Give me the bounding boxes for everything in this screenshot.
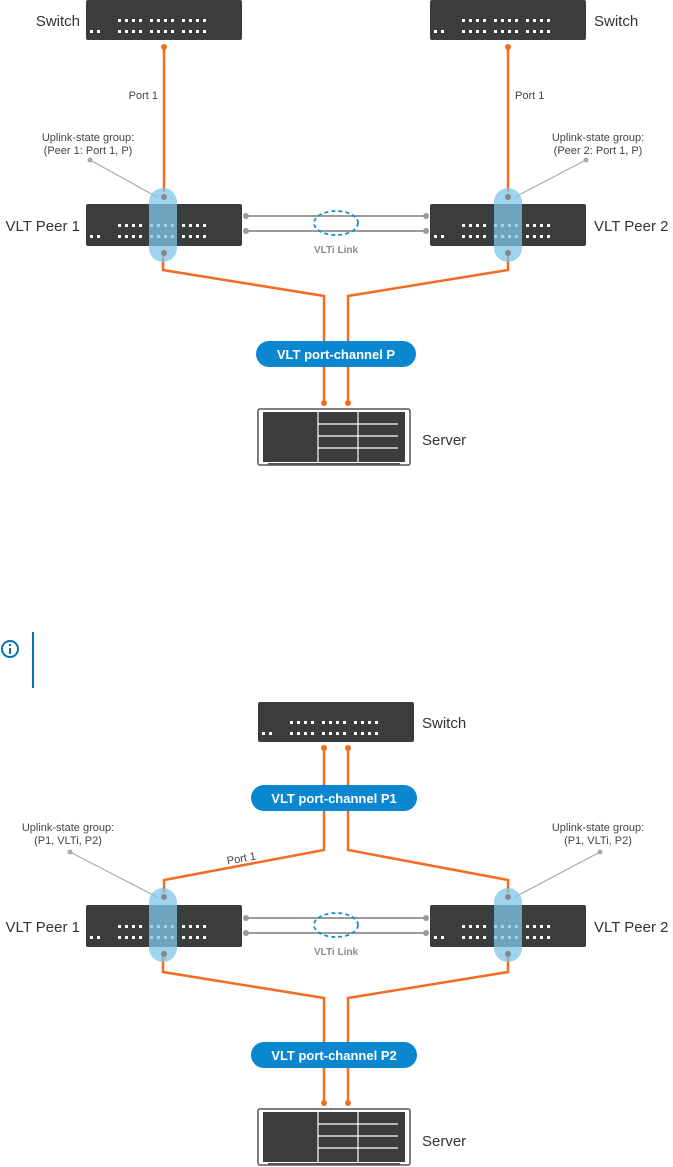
uplink-group-highlight-left-2 — [149, 888, 177, 962]
uplink-group-highlight-left — [149, 188, 177, 262]
port-right-label: Port 1 — [515, 90, 544, 102]
switch-left-device — [86, 0, 242, 40]
uplink-group-highlight-right-2 — [494, 888, 522, 962]
uplink-right-2: Uplink-state group: (P1, VLTi, P2) — [514, 822, 644, 898]
note-bar — [32, 632, 34, 688]
uplink-right: Uplink-state group: (Peer 2: Port 1, P) — [514, 132, 644, 198]
server-2-device — [257, 1108, 411, 1166]
server-2-label: Server — [422, 1133, 466, 1150]
switch-left-label: Switch — [36, 13, 80, 30]
svg-text:(Peer 1: Port 1, P): (Peer 1: Port 1, P) — [44, 145, 133, 157]
vlt-peer-1-label-2: VLT Peer 1 — [6, 919, 81, 936]
svg-text:(P1, VLTi, P2): (P1, VLTi, P2) — [564, 835, 632, 847]
uplink-left: Uplink-state group: (Peer 1: Port 1, P) — [42, 132, 158, 198]
switch-right-label: Switch — [594, 13, 638, 30]
vlt-peer-1-label: VLT Peer 1 — [6, 218, 81, 235]
svg-text:VLTi Link: VLTi Link — [314, 245, 359, 256]
vlt-port-channel-p-badge: VLT port-channel P — [256, 341, 416, 367]
uplink-left-2: Uplink-state group: (P1, VLTi, P2) — [22, 822, 158, 898]
svg-text:Uplink-state group:: Uplink-state group: — [42, 132, 134, 144]
svg-text:(P1, VLTi, P2): (P1, VLTi, P2) — [34, 835, 102, 847]
svg-text:VLTi Link: VLTi Link — [314, 947, 359, 958]
switch-right-device — [430, 0, 586, 40]
switch-device — [258, 702, 414, 742]
vlt-port-channel-p2-badge: VLT port-channel P2 — [251, 1042, 417, 1068]
vlti-link-2: VLTi Link — [243, 912, 429, 958]
diagram-1: Switch Switch Port 1 Port 1 Uplink-state… — [6, 0, 669, 466]
svg-text:(Peer 2: Port 1, P): (Peer 2: Port 1, P) — [554, 145, 643, 157]
diagram-2: Switch VLT port-channel P1 Port 1 Uplink… — [6, 702, 669, 1166]
svg-text:Uplink-state group:: Uplink-state group: — [552, 132, 644, 144]
server-1-device — [257, 408, 411, 466]
svg-text:VLT port-channel P1: VLT port-channel P1 — [271, 791, 396, 806]
port-label: Port 1 — [226, 851, 257, 868]
svg-text:VLT port-channel P2: VLT port-channel P2 — [271, 1048, 396, 1063]
port-left-label: Port 1 — [129, 90, 158, 102]
svg-text:Uplink-state group:: Uplink-state group: — [552, 822, 644, 834]
svg-text:VLT port-channel P: VLT port-channel P — [277, 347, 396, 362]
svg-text:Uplink-state group:: Uplink-state group: — [22, 822, 114, 834]
switch-label: Switch — [422, 715, 466, 732]
vlt-port-channel-p1-badge: VLT port-channel P1 — [251, 785, 417, 811]
server-1-label: Server — [422, 432, 466, 449]
uplink-group-highlight-right — [494, 188, 522, 262]
vlti-link-1: VLTi Link — [243, 210, 429, 256]
info-icon — [1, 640, 19, 658]
vlt-peer-2-label: VLT Peer 2 — [594, 218, 669, 235]
vlt-peer-2-label-2: VLT Peer 2 — [594, 919, 669, 936]
